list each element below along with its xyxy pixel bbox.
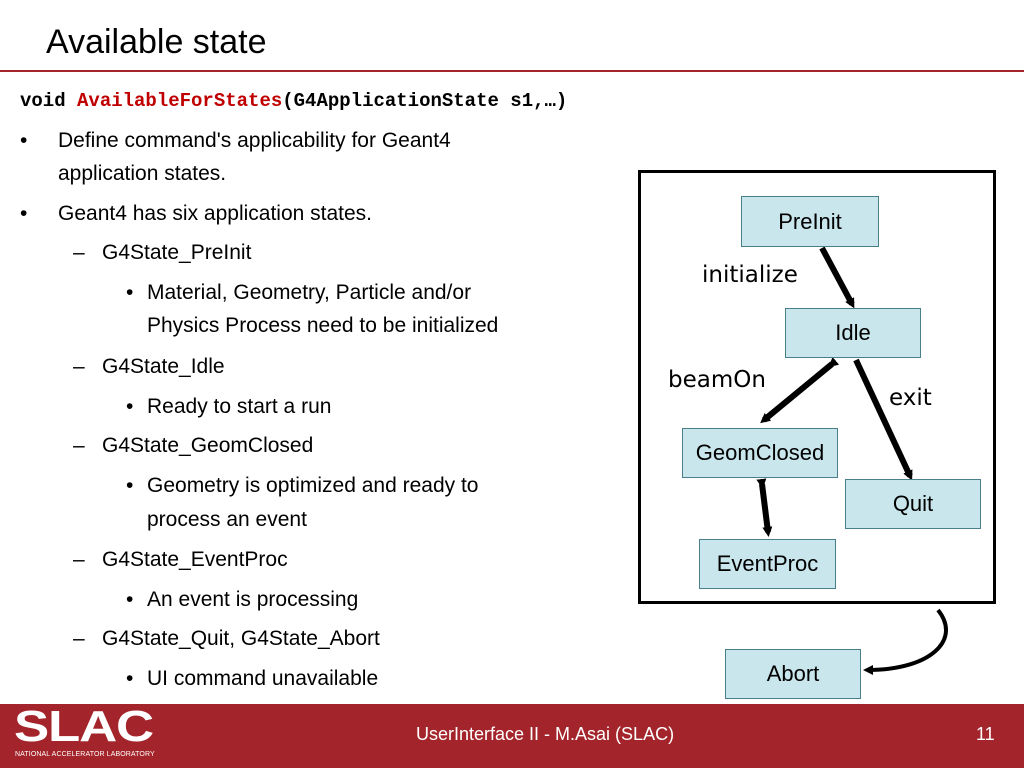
code-arguments: (G4ApplicationState s1,…) — [282, 90, 568, 112]
sub-bullet-marker: – — [73, 434, 85, 457]
bullet-text: Geant4 has six application states. — [58, 202, 373, 225]
footer-text: UserInterface II - M.Asai (SLAC) — [416, 724, 675, 744]
state-diagram-frame — [638, 170, 996, 604]
sub-sub-bullet-text: Geometry is optimized and ready to — [147, 474, 479, 497]
sub-sub-bullet-marker: • — [126, 667, 134, 690]
state-eventproc: EventProc — [699, 539, 836, 589]
sub-sub-bullet-text: An event is processing — [147, 588, 359, 611]
sub-bullet-text: G4State_GeomClosed — [102, 434, 314, 457]
bullet-text-continued: application states. — [58, 162, 227, 185]
sub-bullet-marker: – — [73, 627, 85, 650]
sub-bullet-text: G4State_PreInit — [102, 241, 252, 264]
sub-sub-bullet-marker: • — [126, 588, 134, 611]
edge-label-beamon: beamOn — [668, 367, 766, 393]
slac-logo-subtitle: NATIONAL ACCELERATOR LABORATORY — [15, 751, 155, 758]
arrow-idle-geomclosed — [760, 356, 840, 424]
arrow-geomclosed-eventproc — [756, 478, 773, 537]
bullet-text: Define command's applicability for Geant… — [58, 129, 451, 152]
footer-bar — [0, 704, 1024, 768]
arrow-preinit-to-idle — [819, 246, 855, 309]
sub-sub-bullet-text-continued: process an event — [147, 508, 307, 531]
page-number: 11 — [976, 724, 995, 744]
bullet-marker: • — [20, 129, 28, 152]
sub-sub-bullet-text: UI command unavailable — [147, 667, 379, 690]
code-keyword: void — [20, 90, 78, 112]
state-preinit: PreInit — [741, 196, 879, 247]
arrow-idle-to-quit — [853, 358, 913, 481]
sub-sub-bullet-marker: • — [126, 281, 134, 304]
edge-label-initialize: initialize — [702, 262, 798, 288]
code-function-name: AvailableForStates — [77, 90, 283, 112]
sub-bullet-marker: – — [73, 355, 85, 378]
sub-bullet-text: G4State_Idle — [102, 355, 225, 378]
slide-title: Available state — [46, 23, 267, 61]
sub-sub-bullet-marker: • — [126, 474, 134, 497]
title-divider — [0, 70, 1024, 72]
state-idle: Idle — [785, 308, 921, 358]
slac-logo: SLAC — [14, 702, 154, 751]
arrow-to-abort — [863, 608, 948, 675]
code-signature: void AvailableForStates(G4ApplicationSta… — [20, 89, 567, 113]
sub-sub-bullet-marker: • — [126, 395, 134, 418]
sub-bullet-marker: – — [73, 548, 85, 571]
state-abort: Abort — [725, 649, 861, 699]
sub-bullet-marker: – — [73, 241, 85, 264]
state-geomclosed: GeomClosed — [682, 428, 838, 478]
sub-sub-bullet-text: Material, Geometry, Particle and/or — [147, 281, 472, 304]
bullet-marker: • — [20, 202, 28, 225]
edge-label-exit: exit — [889, 385, 932, 411]
sub-sub-bullet-text: Ready to start a run — [147, 395, 332, 418]
sub-bullet-text: G4State_Quit, G4State_Abort — [102, 627, 380, 650]
sub-bullet-text: G4State_EventProc — [102, 548, 288, 571]
sub-sub-bullet-text-continued: Physics Process need to be initialized — [147, 314, 499, 337]
state-quit: Quit — [845, 479, 981, 529]
